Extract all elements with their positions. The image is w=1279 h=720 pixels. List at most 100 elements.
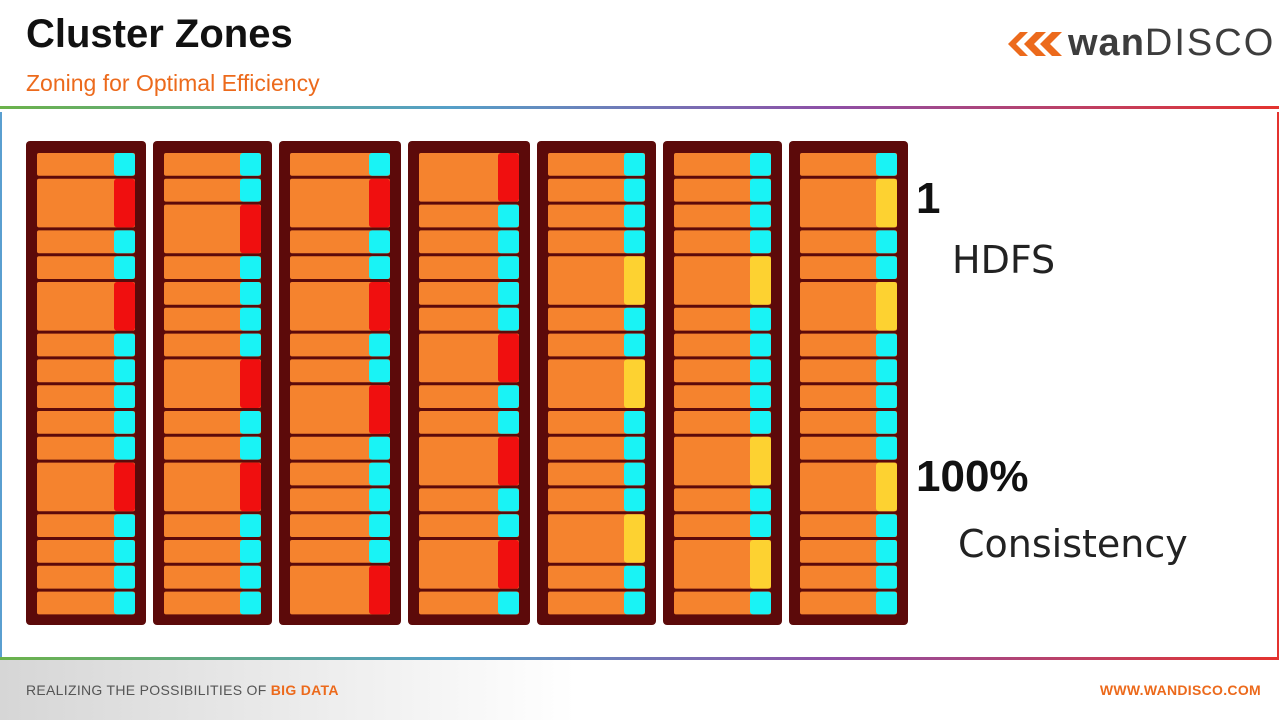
server-status-cyan <box>624 591 645 615</box>
server-status-cyan <box>498 307 519 331</box>
server-unit <box>800 540 897 563</box>
server-unit <box>674 359 771 383</box>
server-status-cyan <box>876 514 897 537</box>
server-status-red <box>369 178 390 228</box>
server-status-cyan <box>498 385 519 408</box>
double-chevron-logo-icon <box>1008 32 1062 56</box>
server-unit <box>419 436 519 486</box>
server-unit <box>548 307 645 331</box>
stat-label-consistency: Consistency <box>958 522 1188 566</box>
server-unit <box>37 230 135 254</box>
server-status-red <box>240 462 261 512</box>
server-status-cyan <box>240 153 261 176</box>
server-unit <box>674 333 771 357</box>
server-unit <box>548 565 645 589</box>
server-status-cyan <box>498 411 519 434</box>
server-status-cyan <box>114 514 135 537</box>
server-status-cyan <box>876 333 897 357</box>
server-unit <box>290 436 390 460</box>
server-status-cyan <box>876 359 897 383</box>
server-unit <box>419 333 519 383</box>
server-unit <box>800 514 897 537</box>
server-unit <box>290 153 390 176</box>
server-unit <box>164 436 261 460</box>
server-unit <box>419 153 519 202</box>
server-unit <box>674 488 771 512</box>
server-status-cyan <box>240 514 261 537</box>
server-unit <box>674 591 771 615</box>
server-unit <box>548 591 645 615</box>
server-unit <box>419 230 519 254</box>
server-unit <box>290 359 390 383</box>
server-status-cyan <box>240 436 261 460</box>
server-status-cyan <box>369 462 390 486</box>
server-unit <box>290 462 390 486</box>
server-unit <box>548 178 645 202</box>
server-unit <box>37 256 135 279</box>
server-status-cyan <box>369 256 390 279</box>
server-unit <box>419 591 519 615</box>
server-unit <box>37 385 135 408</box>
server-status-cyan <box>114 591 135 615</box>
server-status-cyan <box>369 488 390 512</box>
server-status-cyan <box>240 307 261 331</box>
server-unit <box>419 411 519 434</box>
server-status-cyan <box>876 230 897 254</box>
server-status-red <box>114 178 135 228</box>
server-status-red <box>114 282 135 331</box>
server-unit <box>290 514 390 537</box>
server-unit <box>548 462 645 486</box>
server-unit <box>419 385 519 408</box>
server-unit <box>674 204 771 228</box>
server-status-cyan <box>498 230 519 254</box>
logo-wan: wan <box>1068 22 1145 64</box>
server-unit <box>548 230 645 254</box>
server-status-cyan <box>114 436 135 460</box>
server-status-cyan <box>750 178 771 202</box>
logo-disco: DISCO <box>1144 22 1276 64</box>
server-status-cyan <box>624 333 645 357</box>
server-status-cyan <box>750 385 771 408</box>
server-unit <box>37 540 135 563</box>
stat-value-consistency: 100% <box>916 452 1029 501</box>
server-status-yellow <box>750 540 771 589</box>
server-unit <box>37 565 135 589</box>
footer-divider <box>0 657 1279 660</box>
server-unit <box>164 540 261 563</box>
server-status-cyan <box>114 333 135 357</box>
server-unit <box>800 282 897 331</box>
server-status-cyan <box>240 256 261 279</box>
server-unit <box>800 359 897 383</box>
server-status-yellow <box>876 462 897 512</box>
server-unit <box>290 230 390 254</box>
server-status-red <box>369 282 390 331</box>
server-unit <box>419 307 519 331</box>
server-unit <box>548 488 645 512</box>
tagline-prefix: REALIZING THE POSSIBILITIES OF <box>26 682 271 698</box>
server-status-red <box>498 333 519 383</box>
server-unit <box>800 411 897 434</box>
server-unit <box>290 333 390 357</box>
server-status-red <box>369 385 390 434</box>
server-status-cyan <box>114 153 135 176</box>
server-unit <box>548 436 645 460</box>
server-status-yellow <box>624 359 645 408</box>
server-status-cyan <box>114 385 135 408</box>
server-unit <box>37 153 135 176</box>
server-status-red <box>498 153 519 202</box>
server-unit <box>800 153 897 176</box>
server-status-yellow <box>750 256 771 305</box>
server-status-yellow <box>624 514 645 563</box>
server-status-red <box>240 204 261 254</box>
server-unit <box>674 256 771 305</box>
page-subtitle: Zoning for Optimal Efficiency <box>26 70 320 96</box>
server-unit <box>290 540 390 563</box>
server-status-cyan <box>114 411 135 434</box>
server-unit <box>800 462 897 512</box>
server-status-cyan <box>750 230 771 254</box>
server-status-cyan <box>240 540 261 563</box>
server-status-red <box>369 565 390 615</box>
server-status-cyan <box>114 256 135 279</box>
server-unit <box>419 488 519 512</box>
tagline-bold: BIG DATA <box>270 682 339 698</box>
